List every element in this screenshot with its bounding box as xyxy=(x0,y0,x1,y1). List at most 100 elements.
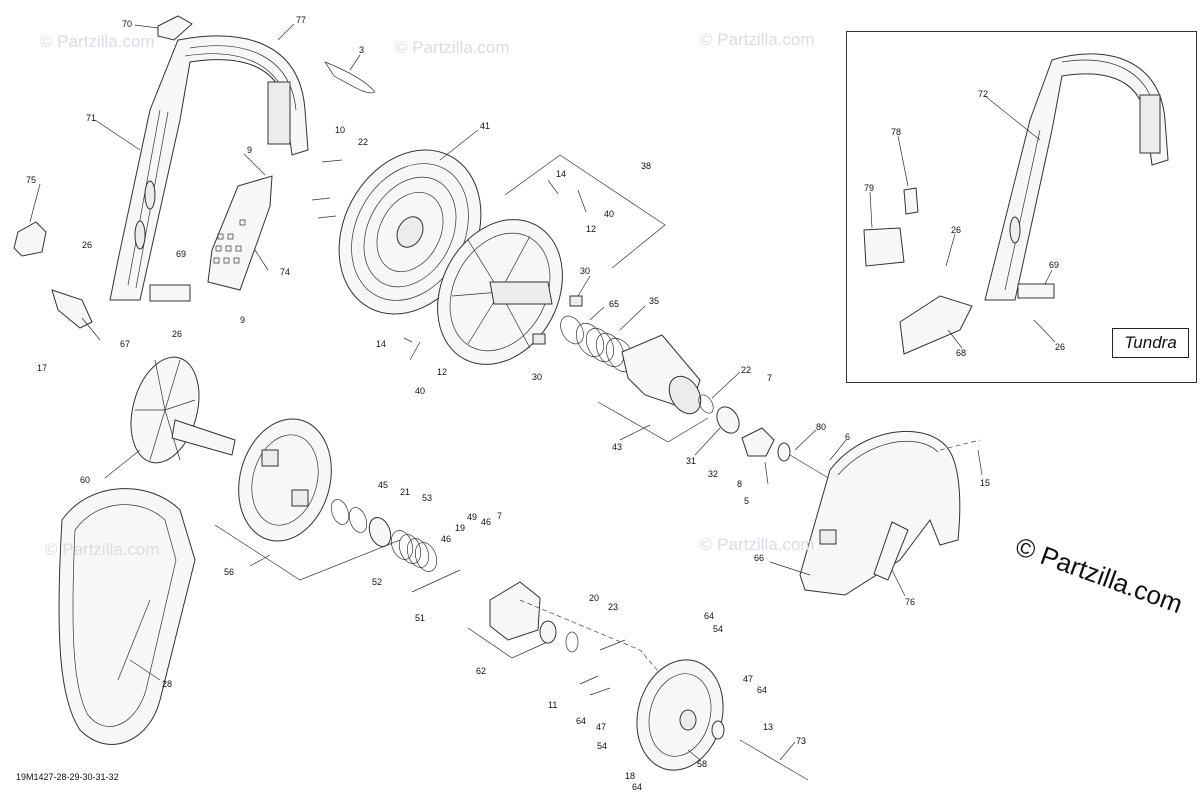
tundra-inset xyxy=(846,31,1197,383)
sheave-58-illustration xyxy=(636,659,724,771)
callout-label: 73 xyxy=(796,736,807,746)
ring-22b-illustration xyxy=(698,394,714,414)
callout-label: 51 xyxy=(415,613,426,623)
callout-label: 30 xyxy=(580,266,591,276)
leader-lines xyxy=(29,23,983,761)
inset-bracket-79-illustration xyxy=(863,227,905,267)
dash-15 xyxy=(939,439,981,451)
callout-label: 47 xyxy=(596,722,607,732)
group-38-outline xyxy=(504,154,666,269)
pin-3-illustration xyxy=(324,61,376,94)
callout-label: 79 xyxy=(864,183,875,193)
callout-label: 12 xyxy=(586,224,597,234)
callout-label: 65 xyxy=(609,299,620,309)
bolt-73-illustration xyxy=(739,739,809,781)
callout-label: 64 xyxy=(632,782,643,792)
bracket-69-illustration xyxy=(149,284,191,302)
bushing-30b-illustration xyxy=(532,333,546,345)
callout-label: 9 xyxy=(240,315,246,325)
callout-label: 62 xyxy=(476,666,487,676)
callout-label: 5 xyxy=(744,496,750,506)
callout-label: 64 xyxy=(704,611,715,621)
callout-label: 22 xyxy=(741,365,752,375)
cover-66-illustration xyxy=(799,430,961,596)
callout-label: 74 xyxy=(280,267,291,277)
washer-53-illustration xyxy=(368,516,392,548)
callout-label: 76 xyxy=(905,597,916,607)
ring-21-illustration xyxy=(348,507,368,533)
callout-label: 75 xyxy=(26,175,37,185)
callout-label: 46 xyxy=(481,517,492,527)
hardware-screws xyxy=(311,159,769,696)
callout-label: 26 xyxy=(82,240,93,250)
callout-label: 23 xyxy=(608,602,619,612)
belt-28-illustration xyxy=(58,488,196,745)
callout-label: 40 xyxy=(604,209,615,219)
callout-label: 53 xyxy=(422,493,433,503)
washer-80-illustration xyxy=(777,442,791,462)
callout-label: 19 xyxy=(455,523,466,533)
callout-label: 10 xyxy=(335,125,346,135)
callout-label: 26 xyxy=(1055,342,1066,352)
callout-label: 72 xyxy=(978,89,989,99)
housing-56-illustration xyxy=(238,418,332,542)
callout-label: 6 xyxy=(845,432,851,442)
sheave-38-illustration xyxy=(437,219,563,365)
callout-label: 15 xyxy=(980,478,991,488)
watermark: © Partzilla.com xyxy=(700,535,815,554)
ring-45-illustration xyxy=(330,499,350,525)
watermark: © Partzilla.com xyxy=(45,540,160,559)
bracket-67-illustration xyxy=(51,289,93,329)
callout-label: 77 xyxy=(296,15,307,25)
callout-label: 41 xyxy=(480,121,491,131)
callout-label: 7 xyxy=(767,373,773,383)
callout-label: 12 xyxy=(437,367,448,377)
watermark: © Partzilla.com xyxy=(40,32,155,51)
callout-label: 43 xyxy=(612,442,623,452)
callout-label: 40 xyxy=(415,386,426,396)
callout-label: 18 xyxy=(625,771,636,781)
cam-43-illustration xyxy=(621,334,702,415)
plate-74-holes xyxy=(213,219,246,264)
hub-32-illustration xyxy=(741,427,775,457)
bushing-20-illustration xyxy=(539,620,557,644)
group-56-outline xyxy=(214,524,401,581)
callout-label: 47 xyxy=(743,674,754,684)
inset-leader-lines xyxy=(869,95,1056,349)
group-43-outline xyxy=(597,401,709,443)
callout-label: 80 xyxy=(816,422,827,432)
strip-76-illustration xyxy=(873,521,909,581)
callout-label: 17 xyxy=(37,363,48,373)
callout-label: 56 xyxy=(224,567,235,577)
callout-label: 3 xyxy=(359,45,365,55)
diagram-code: 19M1427-28-29-30-31-32 xyxy=(16,772,119,782)
washer-13-illustration xyxy=(711,720,725,740)
callout-label: 70 xyxy=(122,19,133,29)
callout-label: 52 xyxy=(372,577,383,587)
inset-bracket-69-illustration xyxy=(1017,283,1055,299)
bracket-75-illustration xyxy=(13,221,47,257)
callout-label: 54 xyxy=(597,741,608,751)
callout-label: 32 xyxy=(708,469,719,479)
spring-52-illustration xyxy=(390,530,438,572)
callout-label: 46 xyxy=(441,534,452,544)
callout-label: 13 xyxy=(763,722,774,732)
callout-label: 58 xyxy=(697,759,708,769)
callout-label: 30 xyxy=(532,372,543,382)
callout-label: 71 xyxy=(86,113,97,123)
callout-label: 69 xyxy=(1049,260,1060,270)
callout-label: 64 xyxy=(576,716,587,726)
callout-label: 14 xyxy=(376,339,387,349)
watermark: © Partzilla.com xyxy=(700,30,815,49)
callout-label: 60 xyxy=(80,475,91,485)
callout-label: 26 xyxy=(172,329,183,339)
watermark: © Partzilla.com xyxy=(395,38,510,57)
callout-label: 54 xyxy=(713,624,724,634)
bushing-30a-illustration xyxy=(569,295,583,307)
callout-label: 69 xyxy=(176,249,187,259)
callout-label: 35 xyxy=(649,296,660,306)
callout-label: 49 xyxy=(467,512,478,522)
callout-label: 14 xyxy=(556,169,567,179)
